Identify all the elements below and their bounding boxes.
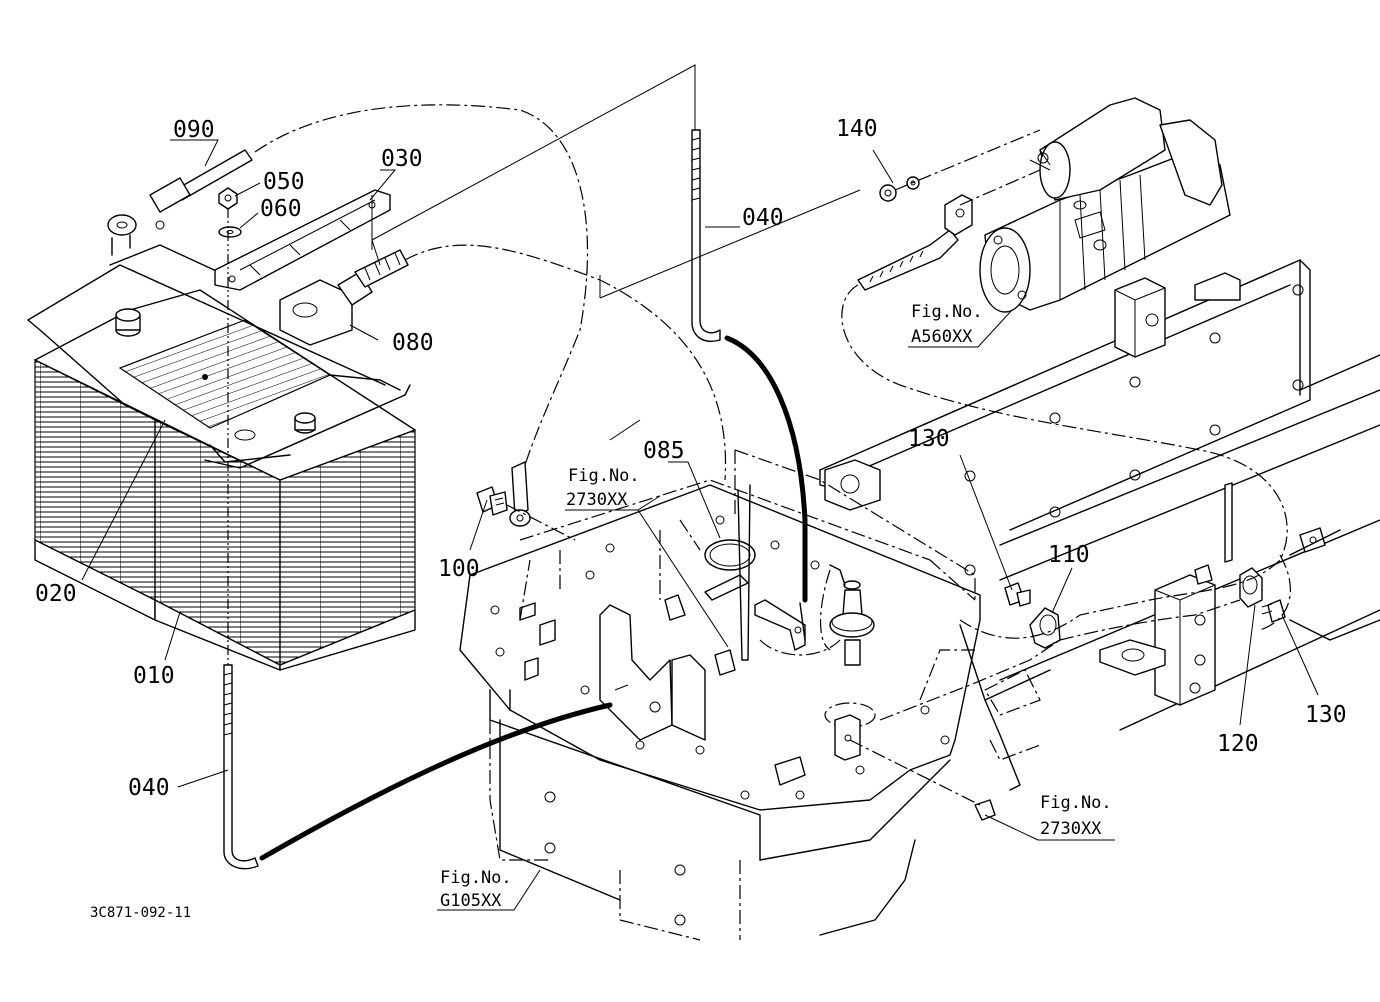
clamp-110 [1029,607,1061,649]
rod-040-lower [223,664,259,870]
ground-lug [506,461,576,541]
frame-rail [819,259,1380,731]
bolt-100 [476,486,508,516]
label-085: 085 [643,438,685,464]
fig-ref-a560-code: A560XX [911,327,973,347]
label-130-lower: 130 [1305,702,1347,728]
label-040-lower: 040 [128,775,170,801]
clamp-120 [1194,564,1263,608]
mounting-plate [459,449,1380,941]
label-010: 010 [133,663,175,689]
label-030: 030 [381,146,423,172]
fuse-holder [829,564,875,666]
label-110: 110 [1048,542,1090,568]
label-120: 120 [1217,731,1259,757]
cable-bracket [754,599,806,651]
fig-ref-2730-upper-title: Fig.No. [568,466,640,486]
fig-ref-g105-title: Fig.No. [440,868,512,888]
fig-ref-2730-upper-code: 2730XX [566,490,628,510]
fig-ref-2730-lower-title: Fig.No. [1040,793,1112,813]
bolt-130-lower [1261,599,1286,623]
battery [27,244,416,671]
label-050: 050 [263,169,305,195]
terminal-080 [279,249,409,346]
fig-ref-g105-code: G105XX [440,891,502,911]
washer-060 [218,226,242,238]
label-130-upper: 130 [908,426,950,452]
fig-ref-a560-title: Fig.No. [911,302,983,322]
rod-040-upper [691,129,721,342]
cable-clamp-085 [704,484,756,676]
figure-references: Fig.No. A560XX Fig.No. 2730XX Fig.No. 27… [440,302,1112,911]
bolt-130-upper [1004,582,1031,607]
label-140: 140 [836,116,878,142]
label-020: 020 [35,581,77,607]
starter-motor [979,97,1231,313]
assembly-arrow-upper [724,335,808,603]
label-080: 080 [392,330,434,356]
cable-route-lower [759,639,841,656]
cable-090 [107,149,253,256]
fig-ref-2730-lower-code: 2730XX [1040,819,1102,839]
label-040-upper: 040 [742,205,784,231]
nut-050 [218,187,238,210]
label-090: 090 [173,117,215,143]
label-060: 060 [260,196,302,222]
part-labels: 090 050 060 030 040 140 080 085 130 110 … [35,116,1347,801]
hold-down-bracket-030 [214,189,391,291]
cable-route-ground [254,104,589,466]
assembly-arrow-lower [259,702,613,861]
label-100: 100 [438,556,480,582]
starter-cable [857,129,1041,291]
drawing-id: 3C871-092-11 [90,905,191,921]
cable-route-starter [841,284,1288,639]
leader-lines [81,139,1319,911]
